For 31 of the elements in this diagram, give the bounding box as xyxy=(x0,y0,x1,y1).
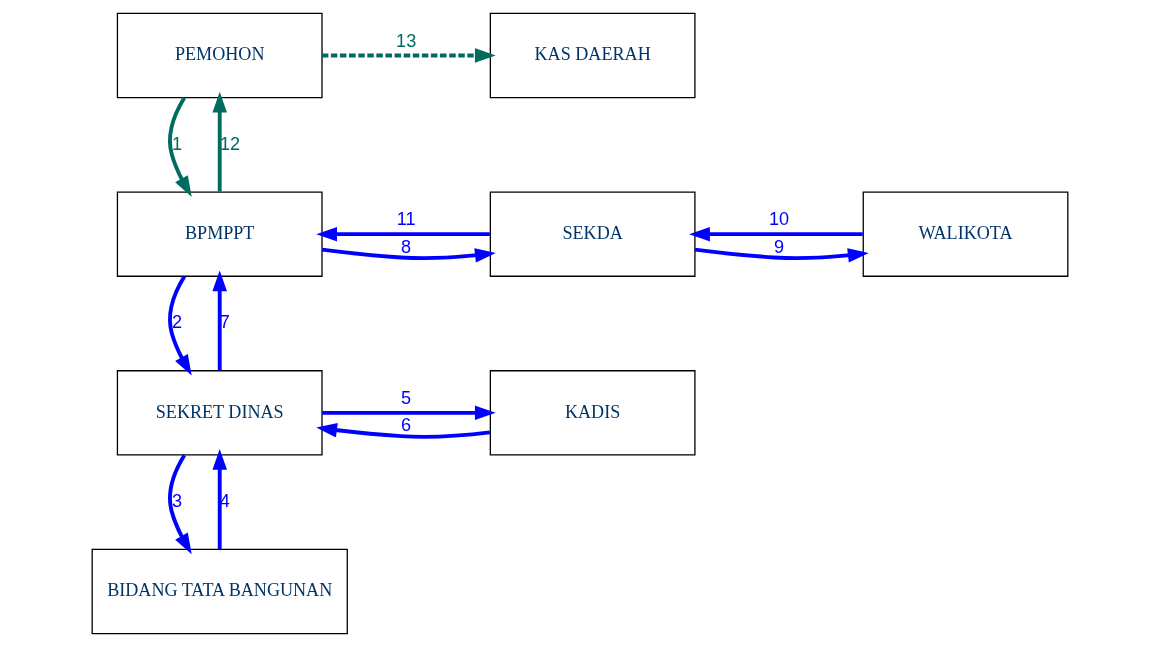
edge-label: 6 xyxy=(400,415,411,436)
edge-label: 2 xyxy=(171,312,182,333)
node-box: KAS DAERAH xyxy=(489,12,696,99)
arrow xyxy=(315,226,490,242)
arrow xyxy=(211,91,227,192)
edge-label: 13 xyxy=(395,30,416,51)
edge-label: 11 xyxy=(396,209,416,230)
arrow xyxy=(211,449,227,549)
node-box: KADIS xyxy=(489,370,696,456)
arrow xyxy=(694,247,869,263)
edge-label: 1 xyxy=(171,133,182,154)
edge-label: 9 xyxy=(773,236,784,257)
node-box: PEMOHON xyxy=(116,12,323,99)
arrow xyxy=(688,226,863,242)
arrow xyxy=(167,454,192,555)
edge-label: 8 xyxy=(400,236,411,257)
arrow xyxy=(315,422,490,439)
arrow xyxy=(321,405,496,421)
edge-label: 3 xyxy=(171,490,182,511)
arrow xyxy=(167,96,192,197)
node-box: SEKRET DINAS xyxy=(116,370,323,456)
arrow xyxy=(211,270,227,371)
node-box: BIDANG TATA BANGUNAN xyxy=(91,548,348,635)
node-box: BPMPPT xyxy=(116,191,323,277)
node-box: SEKDA xyxy=(489,191,696,277)
edge-label: 10 xyxy=(768,209,789,230)
arrow xyxy=(321,247,496,263)
arrow xyxy=(167,275,192,376)
arrow xyxy=(321,48,496,63)
edge-label: 5 xyxy=(400,388,411,409)
node-box: WALIKOTA xyxy=(862,191,1068,277)
